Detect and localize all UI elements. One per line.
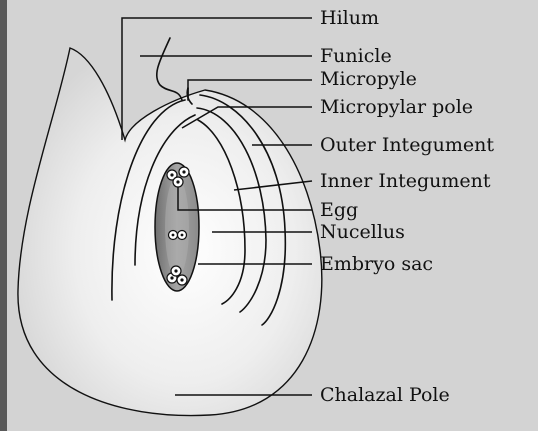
funicle-left-line: [157, 38, 182, 100]
label-nucellus: Nucellus: [320, 221, 405, 243]
label-embryo-sac: Embryo sac: [320, 253, 433, 275]
label-hilum: Hilum: [320, 7, 379, 29]
label-inner-integument: Inner Integument: [320, 170, 491, 192]
label-egg: Egg: [320, 199, 358, 221]
label-micropylar-pole: Micropylar pole: [320, 96, 473, 118]
label-micropyle: Micropyle: [320, 68, 417, 90]
label-outer-integument: Outer Integument: [320, 134, 494, 156]
label-chalazal-pole: Chalazal Pole: [320, 384, 450, 406]
label-funicle: Funicle: [320, 45, 392, 67]
